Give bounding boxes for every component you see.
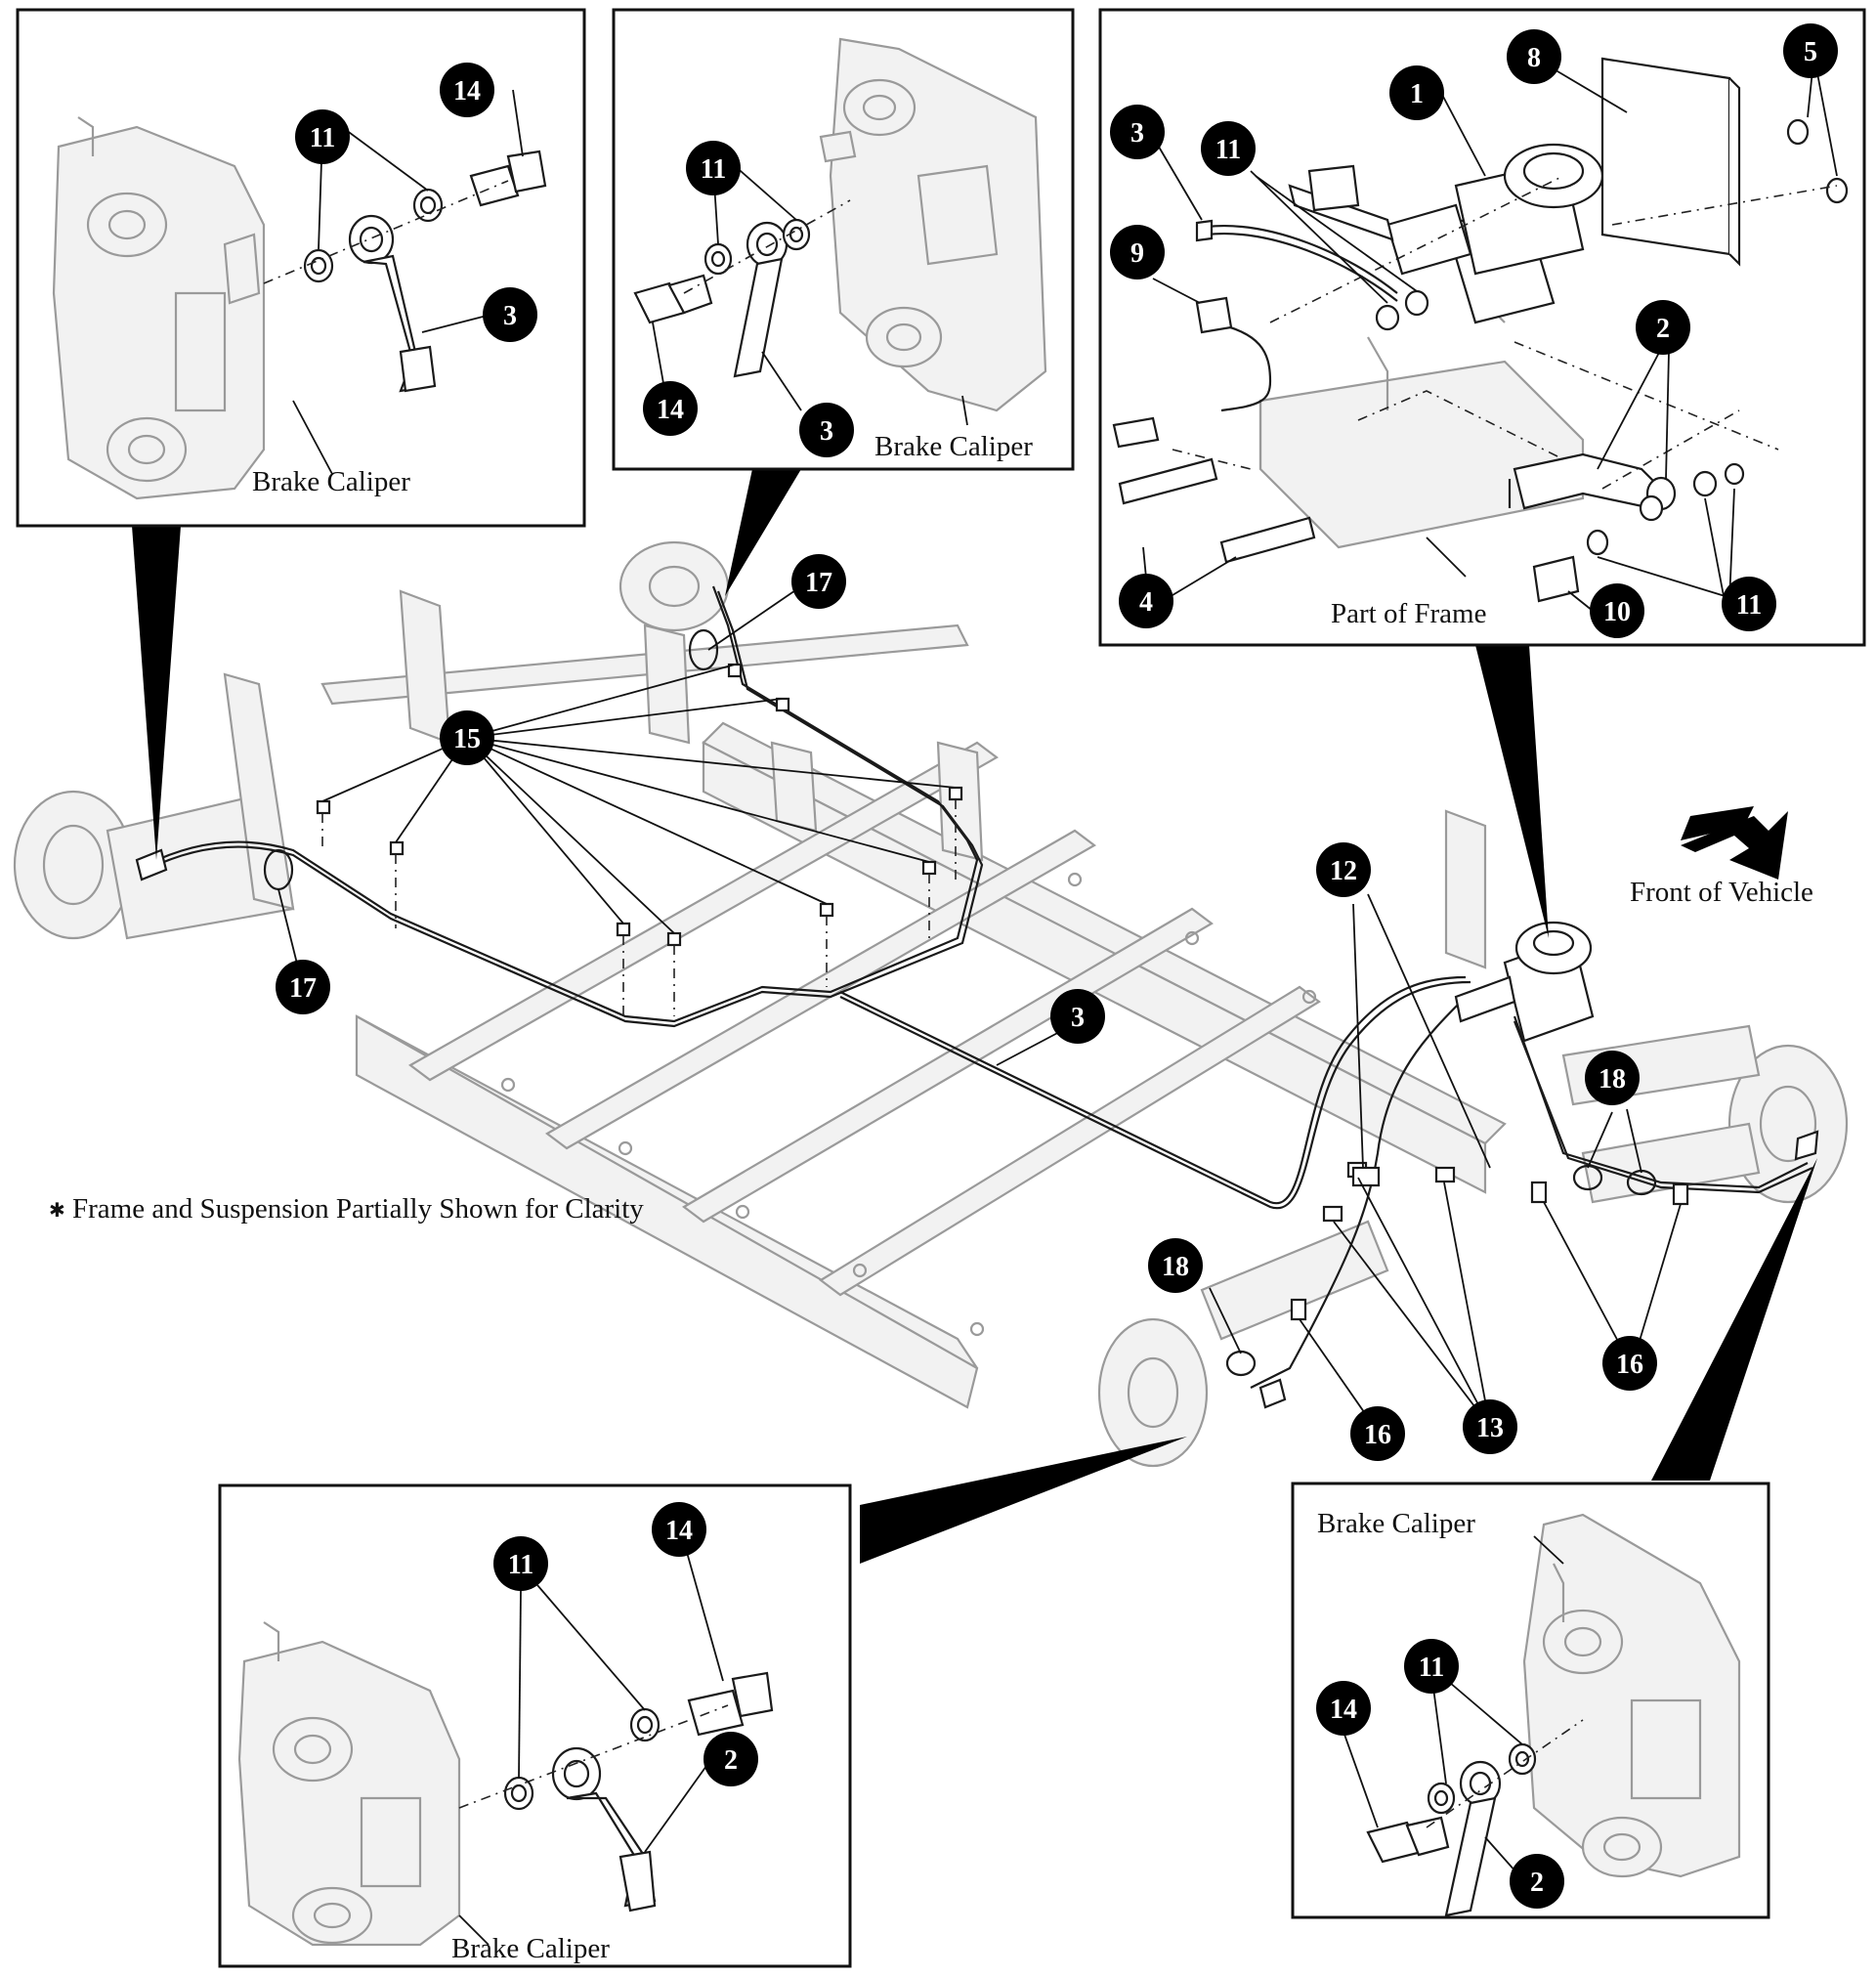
callouts: 14 11 3 11 14 3 1 8 5 3 11 9 2 4 10 11 1… xyxy=(276,23,1838,1909)
front-left-caliper-art xyxy=(237,1621,461,1947)
callout-16: 16 xyxy=(1350,1406,1405,1461)
callout-18: 18 xyxy=(1585,1051,1640,1105)
callout-2: 2 xyxy=(1636,300,1690,355)
svg-text:17: 17 xyxy=(289,973,317,1004)
svg-text:14: 14 xyxy=(1330,1695,1357,1725)
rear-right-hub xyxy=(618,540,730,632)
callout-3: 3 xyxy=(1050,989,1105,1044)
svg-text:11: 11 xyxy=(508,1550,533,1580)
vehicle-frame xyxy=(320,589,1507,1409)
svg-text:3: 3 xyxy=(1130,118,1144,149)
svg-text:5: 5 xyxy=(1804,37,1817,67)
svg-text:17: 17 xyxy=(805,568,832,598)
callout-8: 8 xyxy=(1507,29,1561,84)
svg-text:1: 1 xyxy=(1410,79,1424,109)
svg-text:12: 12 xyxy=(1330,856,1357,886)
inset-pointers xyxy=(132,469,1817,1564)
callout-3: 3 xyxy=(799,403,854,457)
svg-text:18: 18 xyxy=(1599,1064,1626,1095)
svg-text:11: 11 xyxy=(1215,135,1241,165)
callout-4: 4 xyxy=(1119,574,1173,628)
chassis-master-cylinder xyxy=(1454,921,1595,1043)
bolt-drop-lines xyxy=(321,799,957,1016)
svg-text:3: 3 xyxy=(503,301,517,331)
callout-3: 3 xyxy=(483,287,537,342)
svg-text:15: 15 xyxy=(453,724,481,754)
callout-11: 11 xyxy=(686,141,741,195)
callout-11: 11 xyxy=(493,1536,548,1591)
svg-text:14: 14 xyxy=(453,76,481,107)
front-of-vehicle-label: Front of Vehicle xyxy=(1630,877,1813,908)
callout-11: 11 xyxy=(1722,577,1776,631)
callout-14: 14 xyxy=(440,63,494,117)
svg-text:9: 9 xyxy=(1130,238,1144,269)
svg-text:11: 11 xyxy=(701,154,726,185)
svg-text:4: 4 xyxy=(1139,587,1153,618)
asterisk-icon: ✱ xyxy=(49,1200,65,1222)
callout-18: 18 xyxy=(1148,1238,1203,1293)
brake-caliper-label-front-right: Brake Caliper xyxy=(1317,1508,1475,1539)
leader-lines xyxy=(277,67,1838,1946)
callout-17: 17 xyxy=(276,960,330,1014)
callout-11: 11 xyxy=(1201,121,1256,176)
callout-16: 1716 xyxy=(1602,1336,1657,1391)
callout-2: 2 xyxy=(1510,1854,1564,1909)
svg-text:3: 3 xyxy=(1071,1003,1085,1033)
svg-text:3: 3 xyxy=(820,416,833,447)
svg-text:2: 2 xyxy=(1530,1868,1544,1898)
part-of-frame-label: Part of Frame xyxy=(1331,598,1486,629)
master-cylinder-art xyxy=(1112,57,1849,603)
callout-10: 10 xyxy=(1590,583,1644,638)
rear-left-caliper-art xyxy=(52,116,266,500)
front-left-hub xyxy=(1097,1220,1389,1468)
callout-2: 2 xyxy=(704,1732,758,1786)
svg-text:8: 8 xyxy=(1527,43,1541,73)
callout-17: 17 xyxy=(791,554,846,609)
rear-right-caliper-art xyxy=(819,37,1047,412)
callout-11: 11 xyxy=(1404,1639,1459,1694)
brake-caliper-label-rear-left: Brake Caliper xyxy=(252,466,410,497)
callout-13: 13 xyxy=(1463,1399,1517,1454)
callout-9: 9 xyxy=(1110,225,1165,279)
callout-1: 1 xyxy=(1389,65,1444,120)
svg-text:11: 11 xyxy=(1736,590,1762,621)
callout-5: 5 xyxy=(1783,23,1838,78)
front-left-caliper-hardware xyxy=(458,1671,774,1913)
svg-text:14: 14 xyxy=(665,1516,693,1546)
front-right-caliper-hardware xyxy=(1366,1719,1584,1917)
svg-text:13: 13 xyxy=(1476,1413,1504,1443)
callout-3: 3 xyxy=(1110,105,1165,159)
svg-text:10: 10 xyxy=(1603,597,1631,627)
callout-14: 14 xyxy=(652,1502,706,1557)
svg-text:16: 16 xyxy=(1616,1350,1643,1380)
svg-text:16: 16 xyxy=(1364,1420,1391,1450)
svg-text:11: 11 xyxy=(310,123,335,153)
callout-14: 14 xyxy=(1316,1681,1371,1736)
svg-text:2: 2 xyxy=(1656,314,1670,344)
rear-left-hub xyxy=(13,672,295,940)
svg-text:18: 18 xyxy=(1162,1252,1189,1282)
svg-text:2: 2 xyxy=(724,1745,738,1776)
rear-left-caliper-hardware xyxy=(263,150,547,393)
brake-caliper-label-front-left: Brake Caliper xyxy=(451,1933,610,1964)
front-right-caliper-art xyxy=(1522,1513,1741,1878)
brake-caliper-label-rear-right: Brake Caliper xyxy=(874,431,1033,462)
callout-15: 15 xyxy=(440,710,494,765)
front-arrow-icon xyxy=(1681,806,1788,880)
svg-text:11: 11 xyxy=(1419,1653,1444,1683)
callout-12: 12 xyxy=(1316,842,1371,897)
svg-text:14: 14 xyxy=(657,395,684,425)
callout-11: 11 xyxy=(295,109,350,164)
clarity-note: Frame and Suspension Partially Shown for… xyxy=(72,1193,644,1225)
callout-14: 14 xyxy=(643,381,698,436)
